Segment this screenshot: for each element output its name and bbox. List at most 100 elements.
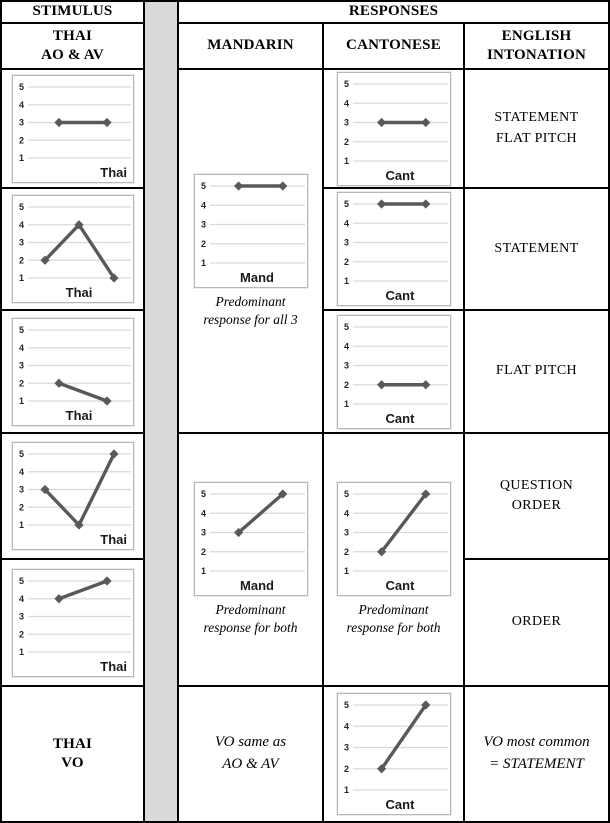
- svg-text:Thai: Thai: [65, 408, 92, 423]
- svg-text:4: 4: [200, 509, 205, 519]
- svg-text:1: 1: [343, 276, 348, 286]
- svg-text:2: 2: [18, 629, 23, 639]
- english-intonation-label-row2: STATEMENT: [494, 240, 579, 256]
- svg-text:Cant: Cant: [385, 288, 415, 303]
- svg-text:3: 3: [18, 117, 23, 127]
- svg-text:3: 3: [343, 743, 348, 753]
- svg-text:2: 2: [200, 239, 205, 249]
- svg-text:4: 4: [343, 218, 348, 228]
- svg-text:3: 3: [18, 611, 23, 621]
- svg-text:1: 1: [343, 156, 348, 166]
- mandarin-caption-all3: Predominant response for all 3: [203, 293, 298, 327]
- svg-text:4: 4: [343, 98, 348, 108]
- english-intonation-cell-row1: STATEMENT FLAT PITCH: [465, 70, 608, 187]
- responses-header-cell: RESPONSES: [179, 2, 608, 22]
- svg-text:5: 5: [343, 199, 348, 209]
- svg-text:4: 4: [343, 341, 348, 351]
- svg-text:Thai: Thai: [65, 285, 92, 300]
- english-intonation-cell-row3: FLAT PITCH: [465, 311, 608, 432]
- svg-text:2: 2: [343, 379, 348, 389]
- svg-text:3: 3: [343, 117, 348, 127]
- svg-text:3: 3: [343, 360, 348, 370]
- svg-text:1: 1: [18, 647, 23, 657]
- mandarin-vo-note-cell: VO same as AO & AV: [179, 687, 322, 821]
- svg-text:5: 5: [343, 490, 348, 500]
- svg-text:5: 5: [343, 700, 348, 710]
- svg-text:1: 1: [18, 520, 23, 530]
- svg-text:5: 5: [343, 79, 348, 89]
- cantonese-column-header-label: CANTONESE: [346, 37, 441, 54]
- svg-text:5: 5: [18, 202, 23, 212]
- svg-text:1: 1: [343, 399, 348, 409]
- svg-text:5: 5: [200, 490, 205, 500]
- english-intonation-label-row4: QUESTION ORDER: [499, 477, 574, 513]
- svg-text:1: 1: [18, 153, 23, 163]
- english-intonation-header-label: ENGLISH INTONATION: [487, 27, 586, 64]
- svg-text:4: 4: [343, 721, 348, 731]
- english-vo-note-cell: VO most common = STATEMENT: [465, 687, 608, 821]
- thai-vo-label: THAI VO: [52, 735, 93, 772]
- svg-text:Thai: Thai: [100, 165, 127, 180]
- svg-text:Cant: Cant: [385, 411, 415, 426]
- cantonese-column-header: CANTONESE: [324, 24, 463, 68]
- svg-text:Cant: Cant: [385, 578, 415, 593]
- svg-text:3: 3: [18, 238, 23, 248]
- responses-header-label: RESPONSES: [348, 3, 439, 20]
- svg-text:4: 4: [343, 509, 348, 519]
- english-intonation-cell-row2: STATEMENT: [465, 189, 608, 309]
- svg-text:3: 3: [200, 528, 205, 538]
- svg-text:5: 5: [343, 322, 348, 332]
- thai-column-header-label: THAI AO & AV: [41, 27, 104, 64]
- svg-text:3: 3: [18, 360, 23, 370]
- mandarin-caption-both: Predominant response for both: [203, 602, 298, 635]
- svg-text:Mand: Mand: [240, 270, 274, 285]
- svg-text:2: 2: [343, 257, 348, 267]
- stimulus-header-label: STIMULUS: [32, 3, 113, 20]
- svg-text:2: 2: [18, 255, 23, 265]
- svg-text:4: 4: [18, 467, 23, 477]
- svg-text:4: 4: [18, 220, 23, 230]
- svg-text:2: 2: [18, 135, 23, 145]
- mandarin-column-header: MANDARIN: [179, 24, 322, 68]
- svg-text:1: 1: [200, 258, 205, 268]
- svg-text:Cant: Cant: [385, 168, 415, 183]
- spacer-column: [145, 2, 177, 821]
- svg-text:3: 3: [200, 220, 205, 230]
- svg-text:4: 4: [18, 593, 23, 603]
- vo-same-note: VO same as AO & AV: [214, 734, 287, 772]
- mandarin-column-header-label: MANDARIN: [207, 37, 294, 54]
- svg-text:3: 3: [343, 528, 348, 538]
- english-intonation-label-row3: FLAT PITCH: [495, 363, 578, 379]
- english-intonation-label-row1: STATEMENT FLAT PITCH: [494, 110, 579, 146]
- svg-text:2: 2: [18, 378, 23, 388]
- svg-text:5: 5: [200, 181, 205, 191]
- svg-text:4: 4: [18, 99, 23, 109]
- svg-text:4: 4: [200, 200, 205, 210]
- svg-text:2: 2: [343, 547, 348, 557]
- thai-vo-stimulus-cell: THAI VO: [2, 687, 143, 821]
- svg-text:3: 3: [343, 238, 348, 248]
- svg-text:Thai: Thai: [100, 532, 127, 547]
- svg-text:2: 2: [343, 136, 348, 146]
- svg-text:Thai: Thai: [100, 659, 127, 674]
- svg-text:4: 4: [18, 342, 23, 352]
- english-intonation-cell-row5: ORDER: [465, 560, 608, 685]
